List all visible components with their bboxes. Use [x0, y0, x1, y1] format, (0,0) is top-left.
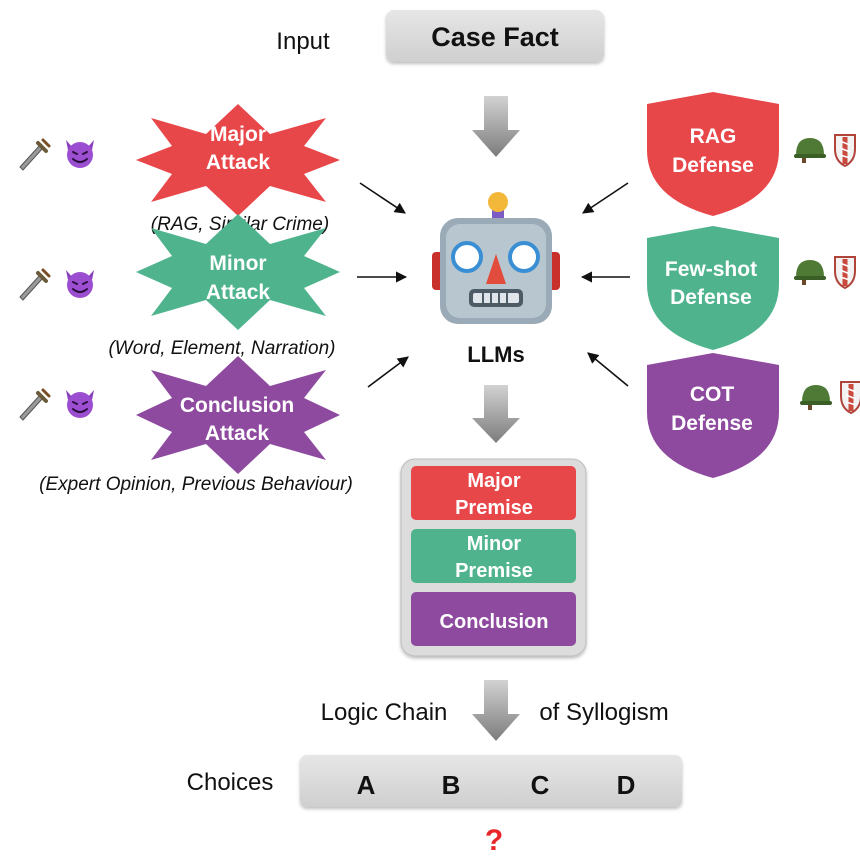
of-syllogism-label: of Syllogism	[539, 699, 668, 726]
dagger-icon	[18, 268, 51, 302]
defense-few-shot: Few-shot Defense	[647, 226, 779, 350]
minor-premise-line1: Minor	[467, 533, 522, 555]
defense-rag-line2: Defense	[672, 154, 754, 177]
defense-rag-shield	[647, 92, 779, 216]
attack-conclusion-star	[136, 356, 340, 474]
arrow-conclusion-attack-to-llm	[367, 356, 409, 388]
defense-cot-line1: COT	[690, 383, 735, 406]
minor-premise-line2: Premise	[455, 560, 533, 582]
robot-icon	[432, 192, 560, 324]
shield-icon	[835, 135, 855, 166]
attack-conclusion-line2: Attack	[205, 422, 270, 445]
attack-conclusion: Conclusion Attack	[136, 356, 340, 474]
input-label: Input	[276, 28, 330, 55]
llm-label: LLMs	[467, 342, 524, 367]
helmet-icon	[794, 260, 826, 285]
choice-b: B	[442, 770, 461, 800]
shield-icon	[841, 382, 860, 413]
conclusion-label: Conclusion	[440, 611, 549, 633]
down-arrow-chain	[472, 680, 520, 741]
question-mark-icon: ?	[485, 824, 503, 857]
helmet-icon	[794, 138, 826, 163]
defense-cot-line2: Defense	[671, 412, 753, 435]
defense-rag: RAG Defense	[647, 92, 779, 216]
attack-minor: Minor Attack	[136, 214, 340, 330]
shield-icon	[835, 257, 855, 288]
attack-major-line1: Major	[210, 123, 266, 146]
devil-face-icon	[65, 139, 95, 169]
dagger-icon	[18, 388, 51, 422]
dagger-icon	[18, 138, 51, 172]
choice-c: C	[531, 770, 550, 800]
down-arrow-input	[472, 96, 520, 157]
major-premise-box	[411, 466, 576, 520]
choices-label: Choices	[187, 769, 274, 796]
attack-major-star	[136, 104, 340, 216]
case-fact-text: Case Fact	[431, 22, 559, 52]
major-premise-line1: Major	[467, 470, 521, 492]
attack-conclusion-subtitle: (Expert Opinion, Previous Behaviour)	[39, 474, 353, 495]
choice-d: D	[617, 770, 636, 800]
attack-minor-star	[136, 214, 340, 330]
arrow-rag-defense-to-llm	[582, 182, 629, 214]
defense-few-shot-shield	[647, 226, 779, 350]
attack-minor-line2: Attack	[206, 281, 271, 304]
choices-box	[300, 755, 682, 807]
devil-face-icon	[65, 389, 95, 419]
case-fact-box	[386, 10, 604, 62]
major-premise-line2: Premise	[455, 497, 533, 519]
arrow-cot-defense-to-llm	[587, 352, 629, 387]
devil-face-icon	[65, 269, 95, 299]
helmet-icon	[800, 385, 832, 410]
logic-chain-label: Logic Chain	[321, 699, 448, 726]
defense-few-shot-line2: Defense	[670, 286, 752, 309]
minor-premise-box	[411, 529, 576, 583]
attack-major-line2: Attack	[206, 151, 271, 174]
defense-cot: COT Defense	[647, 353, 779, 478]
arrow-major-attack-to-llm	[359, 182, 406, 214]
conclusion-box	[411, 592, 576, 646]
choice-a: A	[357, 770, 376, 800]
defense-cot-shield	[647, 353, 779, 478]
down-arrow-llm	[472, 385, 520, 443]
attack-minor-line1: Minor	[209, 252, 266, 275]
attack-conclusion-line1: Conclusion	[180, 394, 294, 417]
defense-rag-line1: RAG	[690, 125, 737, 148]
attack-major: Major Attack	[136, 104, 340, 216]
defense-few-shot-line1: Few-shot	[665, 258, 757, 281]
attack-minor-subtitle: (Word, Element, Narration)	[108, 338, 335, 359]
